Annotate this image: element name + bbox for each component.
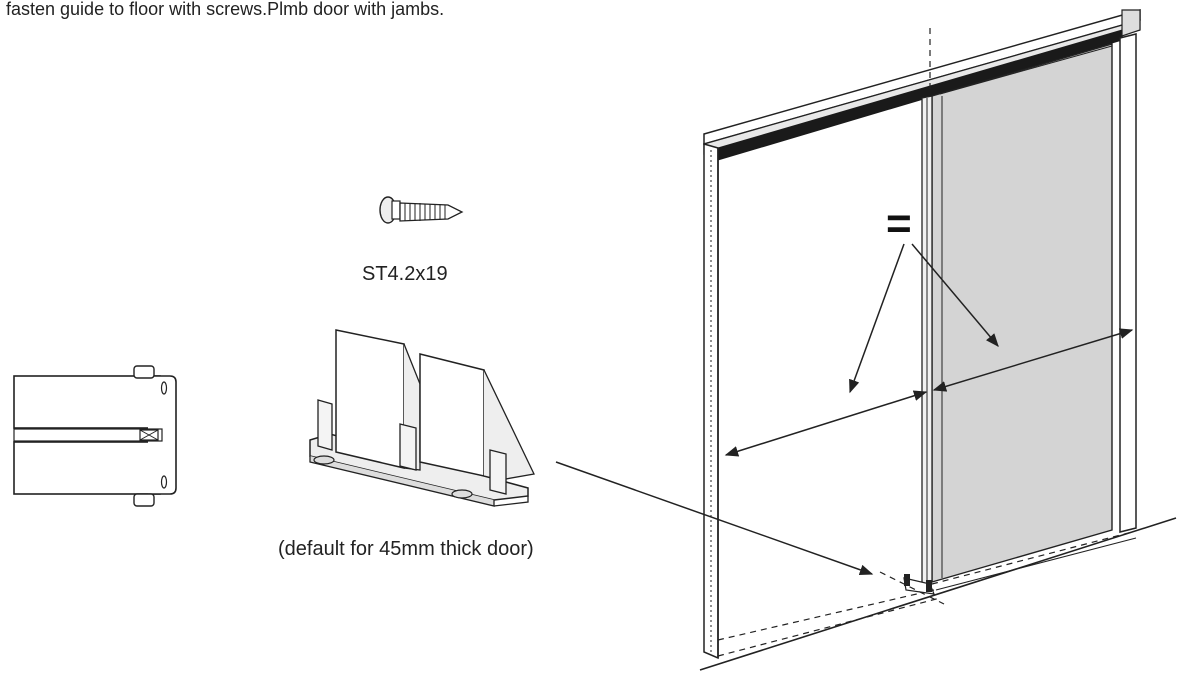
guide-caption: (default for 45mm thick door) xyxy=(278,538,534,560)
instruction-text: fasten guide to floor with screws.Plmb d… xyxy=(6,0,444,19)
floor-guide-top-view-icon xyxy=(13,365,177,507)
equal-sign: = xyxy=(886,199,912,248)
screw-icon xyxy=(379,196,464,224)
placement-arrow xyxy=(555,461,874,576)
equal-arrow-left xyxy=(849,243,905,394)
screw-label: ST4.2x19 xyxy=(362,263,448,285)
dimension-arrow-right xyxy=(932,328,1134,392)
floor-guide-3d-icon xyxy=(309,329,535,507)
door-frame-icon xyxy=(699,9,1177,671)
dimension-arrow-left xyxy=(724,390,928,457)
